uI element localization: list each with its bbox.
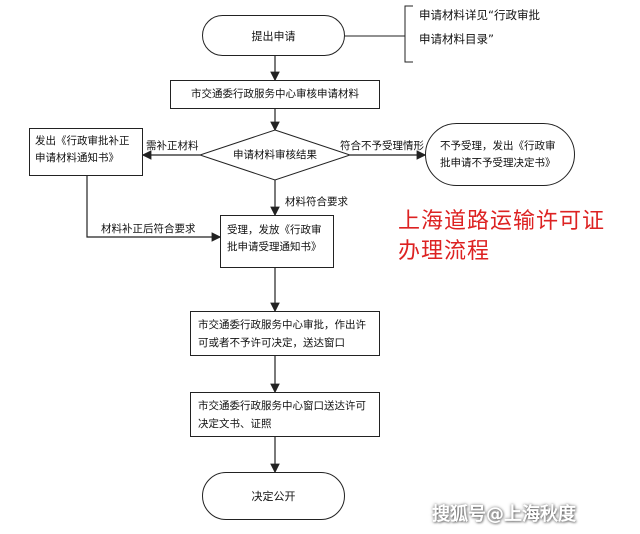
decision-label: 申请材料审核结果 xyxy=(233,149,317,161)
approve-box: 市交通委行政服务中心审批，作出许可或者不予许可决定，送达窗口 xyxy=(190,311,380,356)
end-node: 决定公开 xyxy=(202,472,345,520)
process-title: 上海道路运输许可证 办理流程 xyxy=(398,207,638,267)
title-line-1: 上海道路运输许可证 xyxy=(398,209,606,234)
title-line-2: 办理流程 xyxy=(398,239,491,264)
review-box: 市交通委行政服务中心审核申请材料 xyxy=(170,80,380,109)
supplement-notice-box: 发出《行政审批补正申请材料通知书》 xyxy=(29,128,143,176)
edge-label-not-accepted: 符合不予受理情形 xyxy=(340,140,424,152)
reject-node: 不予受理，发出《行政审批申请不予受理决定书》 xyxy=(425,123,575,186)
deliver-box: 市交通委行政服务中心窗口送达许可决定文书、证照 xyxy=(190,392,380,437)
edge-label-meets: 材料符合要求 xyxy=(285,196,348,208)
edge-label-need-supplement: 需补正材料 xyxy=(146,140,199,152)
material-note: 申请材料详见“行政审批申请材料目录” xyxy=(419,8,540,46)
watermark: 搜狐号@上海秋度 xyxy=(432,504,576,525)
edge-label-after-supplement: 材料补正后符合要求 xyxy=(101,223,196,235)
start-label: 提出申请 xyxy=(251,29,296,43)
start-node: 提出申请 xyxy=(202,15,345,56)
accept-box: 受理，发放《行政审批申请受理通知书》 xyxy=(220,215,334,268)
